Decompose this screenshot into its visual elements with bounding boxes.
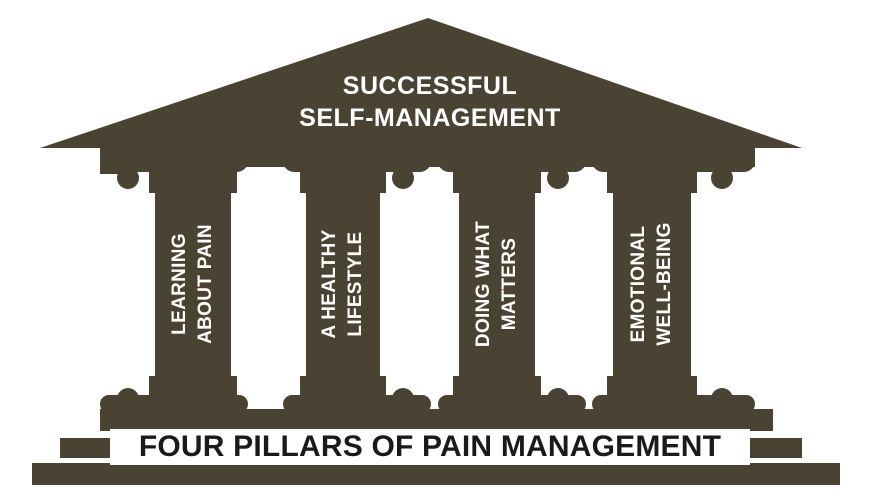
pillar-4 <box>592 150 755 413</box>
base-step-middle-left <box>60 438 120 458</box>
pillar-label-1-line-2: ABOUT PAIN <box>195 224 216 344</box>
pillar-label-4-line-2: WELL-BEING <box>654 222 675 346</box>
pillar-1-shaft <box>155 168 231 398</box>
pillar-1-cap <box>149 165 237 193</box>
pillar-label-3-line-1: DOING WHAT <box>473 220 494 348</box>
roof <box>40 18 802 148</box>
pillar-label-4-line-1: EMOTIONAL <box>628 225 649 343</box>
pillar-label-3: DOING WHAT MATTERS <box>465 189 529 379</box>
roof-title-line-2: SELF-MANAGEMENT <box>299 104 561 132</box>
pillar-2 <box>283 150 431 413</box>
foundation-title: FOUR PILLARS OF PAIN MANAGEMENT <box>110 429 750 465</box>
pillar-label-4: EMOTIONAL WELL-BEING <box>620 189 684 379</box>
base-step-bottom <box>32 463 840 485</box>
base-step-top <box>100 409 773 431</box>
pillar-3 <box>438 150 586 413</box>
pillar-label-2-line-2: LIFESTYLE <box>345 231 366 337</box>
base-step-middle-right <box>738 438 802 458</box>
pillar-label-2: A HEALTHY LIFESTYLE <box>311 189 375 379</box>
pillar-1-foot <box>149 376 237 402</box>
pillar-label-1: LEARNING ABOUT PAIN <box>161 189 225 379</box>
pillar-label-1-line-1: LEARNING <box>169 233 190 335</box>
pillar-label-2-line-1: A HEALTHY <box>319 229 340 339</box>
pillar-label-3-line-2: MATTERS <box>499 237 520 331</box>
roof-title-line-1: SUCCESSFUL <box>342 72 518 100</box>
